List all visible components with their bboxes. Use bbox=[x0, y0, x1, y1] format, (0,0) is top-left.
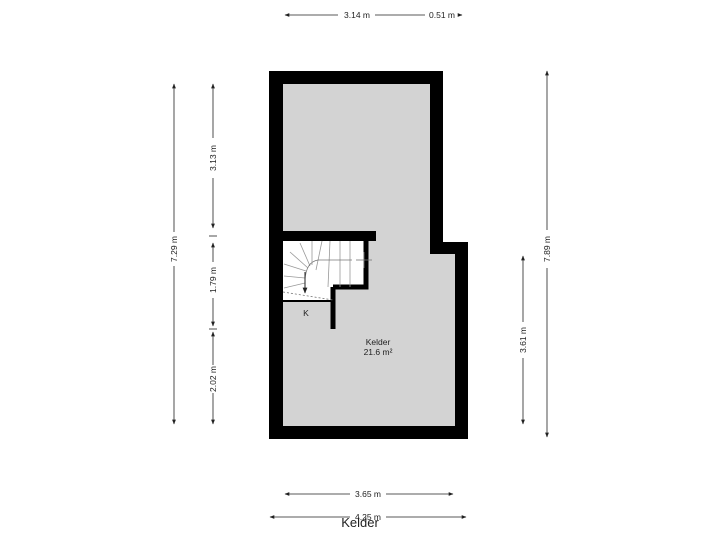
dim-left-middle: 1.79 m bbox=[208, 267, 218, 293]
dim-left-lower: 2.02 m bbox=[208, 366, 218, 392]
stair-wall bbox=[333, 241, 369, 290]
dim-right-inner: 3.61 m bbox=[518, 327, 528, 353]
dim-bottom-outer: 4.25 m bbox=[355, 512, 381, 522]
dim-top-left: 3.14 m bbox=[344, 10, 370, 20]
floor-kelder bbox=[283, 84, 455, 426]
dim-left-outer: 7.29 m bbox=[169, 236, 179, 262]
closet-k bbox=[283, 301, 333, 329]
stair-area bbox=[283, 241, 366, 287]
staircase bbox=[282, 240, 372, 301]
dim-bottom-inner: 3.65 m bbox=[355, 489, 381, 499]
dimension-left-inner bbox=[209, 83, 217, 425]
room-area-kelder: 21.6 m² bbox=[364, 347, 393, 357]
dim-left-upper: 3.13 m bbox=[208, 145, 218, 171]
floor-title: Kelder bbox=[341, 515, 379, 530]
stair-lower bbox=[283, 287, 333, 300]
dim-top-right: 0.51 m bbox=[429, 10, 455, 20]
dim-right-outer: 7.89 m bbox=[542, 236, 552, 262]
room-label-kelder: Kelder bbox=[366, 337, 391, 347]
room-label-k: K bbox=[303, 308, 309, 318]
